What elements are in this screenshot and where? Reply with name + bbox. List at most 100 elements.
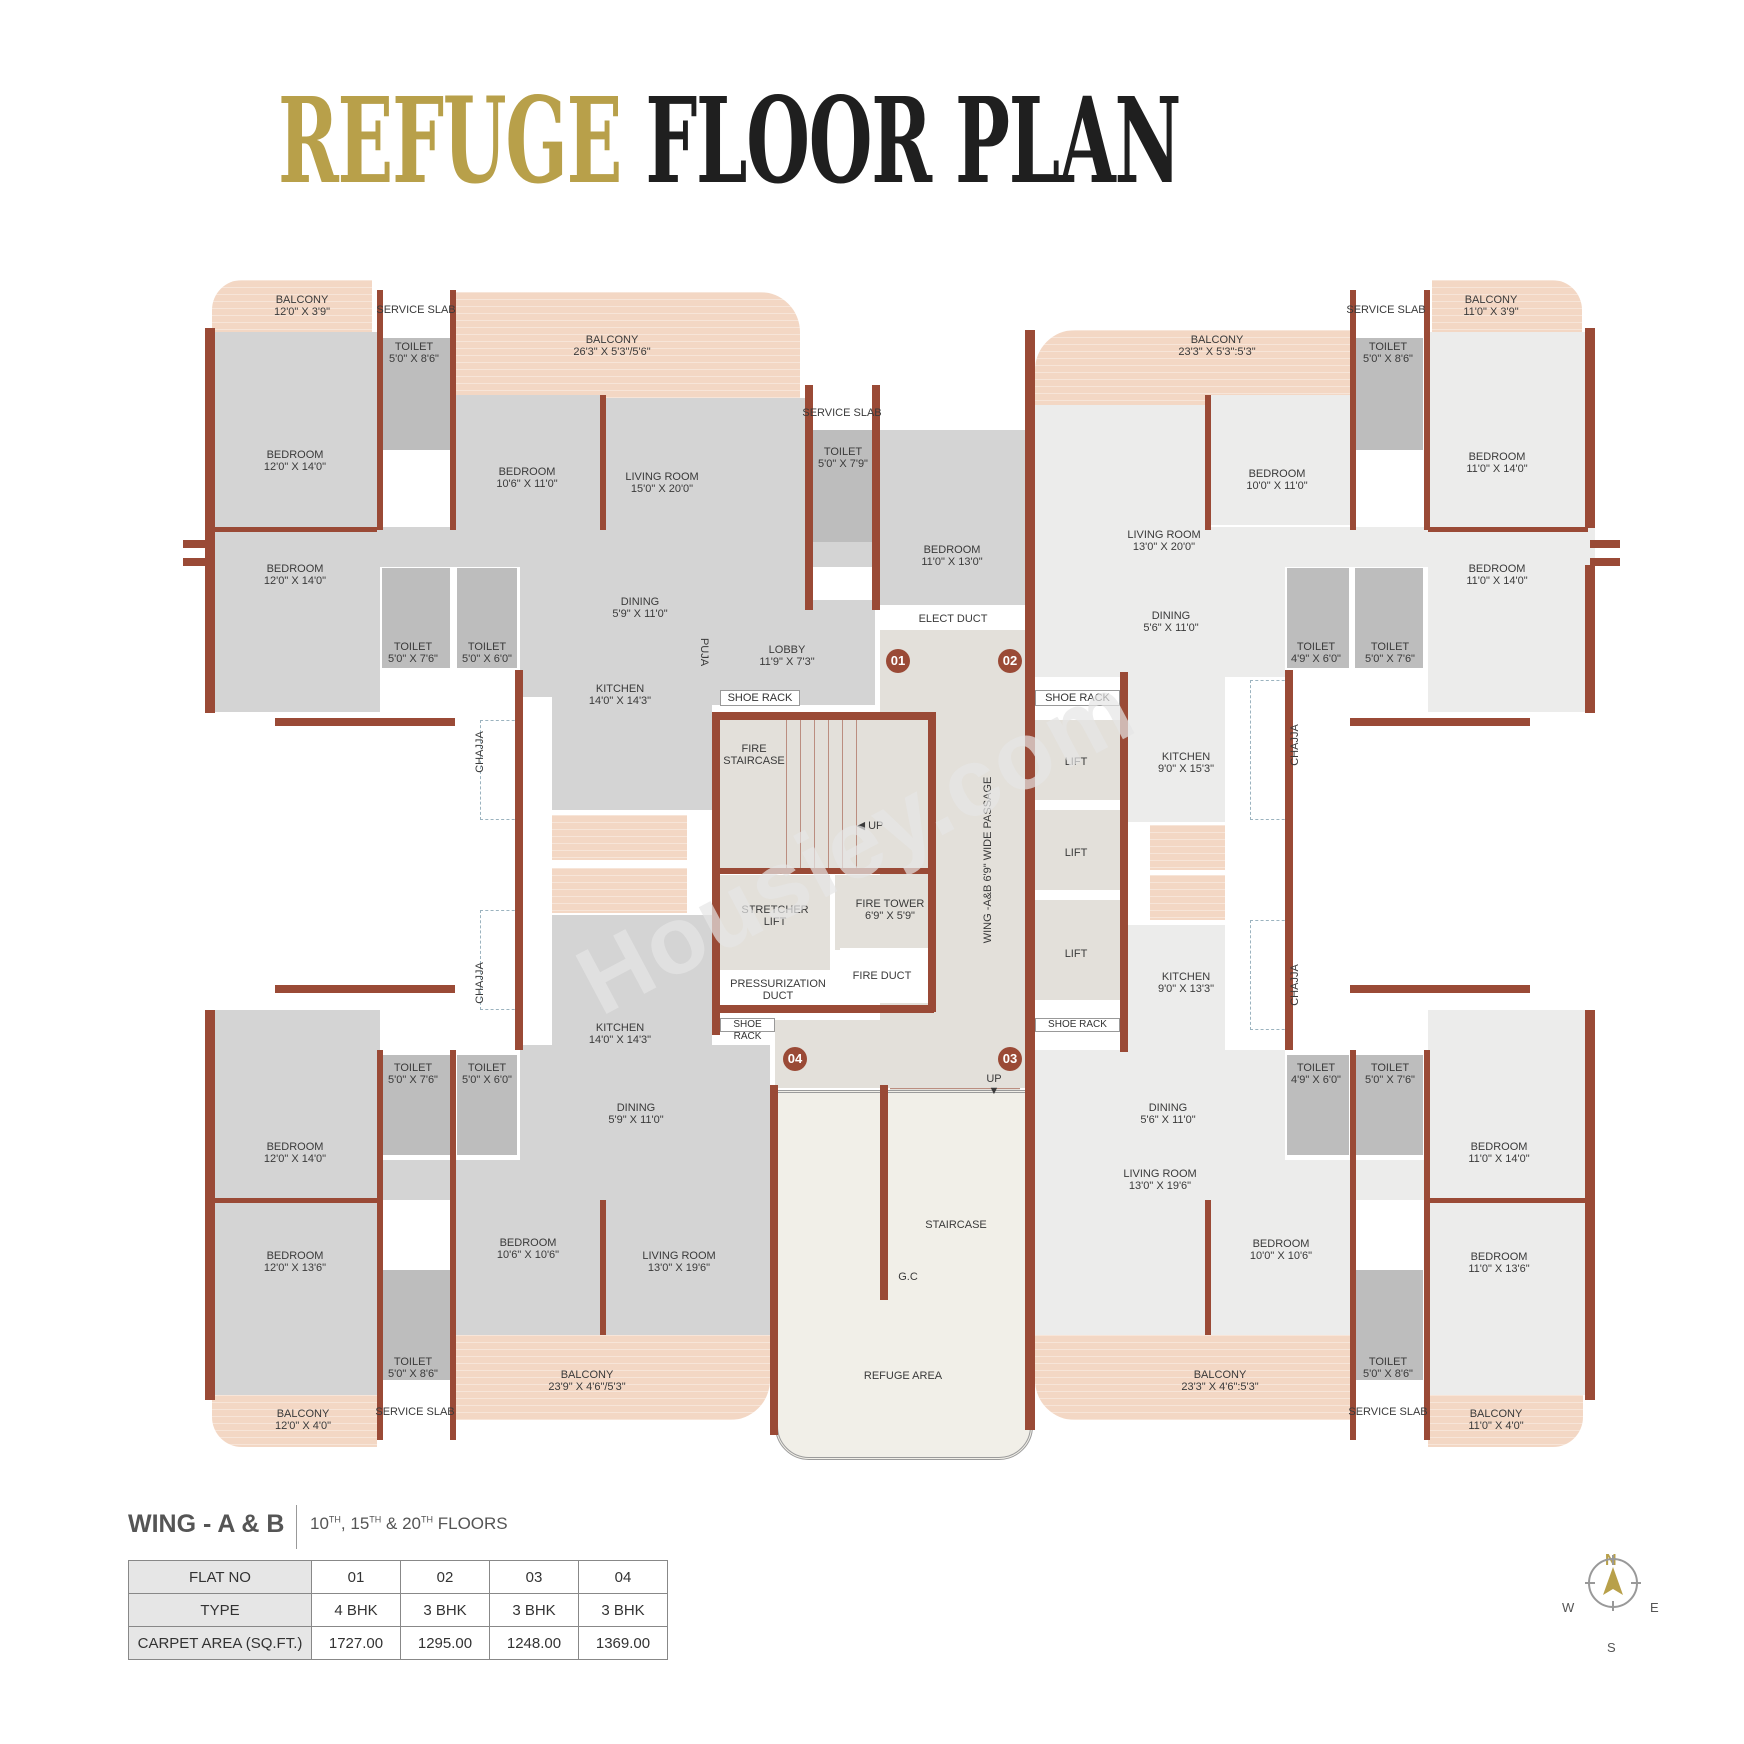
tl-bedroom-2 bbox=[455, 395, 600, 530]
wall bbox=[1590, 540, 1620, 548]
wall bbox=[1285, 670, 1293, 1050]
carpet-area-table: FLAT NO 01 02 03 04 TYPE 4 BHK 3 BHK 3 B… bbox=[128, 1560, 668, 1660]
staircase-label: STAIRCASE bbox=[925, 1219, 987, 1231]
tl-balcony-small bbox=[212, 280, 372, 332]
tr-chajja-area bbox=[1250, 680, 1290, 820]
tl-bedroom-1 bbox=[212, 332, 377, 527]
wall bbox=[928, 712, 936, 1012]
wall bbox=[1350, 1050, 1356, 1440]
wall bbox=[880, 1085, 888, 1300]
tr-toilet-3 bbox=[1355, 568, 1423, 668]
compass-e: E bbox=[1650, 1600, 1659, 1615]
header-type: TYPE bbox=[128, 1593, 312, 1627]
bl-living bbox=[600, 1140, 770, 1340]
br-balcony-large bbox=[1035, 1335, 1353, 1420]
wall bbox=[1205, 395, 1211, 530]
page-title: REFUGE FLOOR PLAN bbox=[278, 82, 1181, 200]
pressurization-duct-label: PRESSURIZATION DUCT bbox=[730, 978, 826, 1002]
lift-2 bbox=[1035, 810, 1120, 890]
br-living bbox=[1035, 1140, 1210, 1340]
wall bbox=[1424, 1050, 1430, 1440]
wall bbox=[275, 718, 455, 726]
lift-1-label: LIFT bbox=[1064, 756, 1088, 768]
wall bbox=[600, 395, 606, 530]
wall bbox=[450, 290, 456, 530]
bl-kitchen bbox=[552, 915, 712, 1045]
wall bbox=[712, 712, 932, 720]
br-service-slab-label: SERVICE SLAB bbox=[1348, 1406, 1428, 1418]
compass-icon bbox=[1585, 1555, 1641, 1611]
br-toilet-1 bbox=[1287, 1055, 1349, 1155]
shoe-rack-br: SHOE RACK bbox=[1035, 1018, 1120, 1032]
wall bbox=[183, 558, 213, 566]
flat-badge-02: 02 bbox=[998, 649, 1022, 673]
tr-service-slab bbox=[1355, 290, 1427, 332]
bl-bedroom-2 bbox=[212, 1200, 377, 1395]
wall bbox=[805, 385, 813, 610]
fire-duct-label: FIRE DUCT bbox=[852, 970, 912, 982]
tl-bedroom-3 bbox=[212, 567, 380, 712]
refuge-area-label: REFUGE AREA bbox=[863, 1370, 943, 1382]
lobby bbox=[700, 600, 875, 705]
lift-2-label: LIFT bbox=[1064, 847, 1088, 859]
br-kitchen bbox=[1125, 925, 1225, 1050]
lift-3 bbox=[1035, 900, 1120, 1000]
wall bbox=[1350, 718, 1530, 726]
wall bbox=[1205, 1200, 1211, 1335]
wall bbox=[1428, 527, 1588, 532]
wall bbox=[770, 1085, 778, 1435]
br-bedroom-1 bbox=[1428, 1010, 1588, 1165]
br-chajja-label: CHAJJA bbox=[1289, 964, 1301, 1006]
kitchen-balcony-3 bbox=[1150, 825, 1225, 870]
bl-toilet-2 bbox=[457, 1055, 517, 1155]
wall bbox=[712, 1005, 934, 1013]
tr-corridor bbox=[1035, 527, 1595, 567]
table-cell: 04 bbox=[578, 1560, 668, 1594]
tl-service-slab bbox=[380, 290, 452, 332]
bl-bedroom-1 bbox=[212, 1010, 380, 1165]
fire-stair-treads bbox=[786, 720, 866, 870]
wing-label: WING - A & B bbox=[128, 1510, 285, 1538]
tl-chajja-area bbox=[480, 720, 520, 820]
tl-service-slab-2-label: SERVICE SLAB bbox=[802, 407, 882, 419]
bl-chajja-area bbox=[480, 910, 520, 1010]
shoe-rack-bl: SHOE RACK bbox=[720, 1018, 775, 1042]
tr-balcony-small bbox=[1432, 280, 1582, 332]
table-cell: 3 BHK bbox=[489, 1593, 579, 1627]
tr-bedroom-3 bbox=[1428, 567, 1588, 712]
lift-1 bbox=[1035, 720, 1120, 800]
lower-lobby bbox=[775, 1020, 1025, 1088]
bl-balcony-large bbox=[455, 1335, 770, 1420]
wall bbox=[712, 715, 720, 1035]
tr-dining bbox=[1035, 567, 1285, 677]
bl-toilet-1 bbox=[382, 1055, 450, 1155]
flat-badge-03: 03 bbox=[998, 1047, 1022, 1071]
wall bbox=[205, 1010, 215, 1400]
wall bbox=[377, 1050, 383, 1440]
header-flat-no: FLAT NO bbox=[128, 1560, 312, 1594]
wall bbox=[212, 527, 377, 532]
table-cell: 4 BHK bbox=[311, 1593, 401, 1627]
table-cell: 01 bbox=[311, 1560, 401, 1594]
fire-duct bbox=[840, 948, 930, 1003]
br-bedroom-2 bbox=[1210, 1200, 1350, 1335]
